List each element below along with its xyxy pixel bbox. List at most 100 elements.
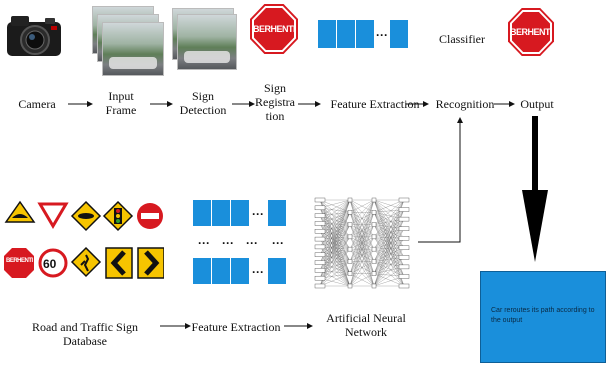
nn-node (314, 213, 326, 218)
nn-connection (319, 270, 351, 287)
bottom-feature-block-5 (193, 258, 211, 284)
nn-connection (373, 212, 405, 287)
nn-node (371, 259, 377, 264)
nn-connection (373, 238, 405, 274)
nn-connection (319, 249, 351, 263)
nn-connection (373, 236, 405, 267)
nn-connection (319, 231, 351, 262)
nn-connection (373, 247, 405, 274)
feature-ellipsis: ··· (376, 28, 388, 42)
nn-node (314, 229, 326, 234)
nn-connection (349, 261, 375, 287)
database-stop-sign-text: BERHENTI (6, 258, 33, 264)
output-action-text: Car reroutes its path according to the o… (491, 307, 595, 324)
nn-node (347, 283, 353, 289)
nn-connection (373, 209, 405, 287)
feature-block-3 (356, 20, 374, 48)
nn-node (398, 255, 410, 260)
feature-block-2 (337, 20, 355, 48)
nn-node (398, 236, 410, 241)
nn-connection (373, 209, 405, 250)
nn-connection (319, 199, 351, 224)
nn-connection (319, 199, 351, 232)
registered-stop-sign: BERHENTI (250, 4, 298, 54)
nn-connection (319, 212, 351, 287)
big-arrow-head (522, 190, 548, 262)
nn-node (347, 271, 353, 276)
nn-connection (319, 199, 351, 262)
nn-connection (373, 212, 405, 239)
nn-connection (373, 236, 405, 258)
nn-connection (319, 224, 351, 287)
nn-node (398, 283, 410, 289)
nn-connection (319, 212, 351, 279)
nn-connection (319, 212, 351, 232)
nn-connection (349, 249, 375, 287)
nn-node (314, 197, 326, 203)
nn-connection (349, 199, 375, 237)
sign-detection-label: Sign Detection (179, 89, 227, 117)
nn-node (371, 197, 377, 203)
nn-connection (319, 223, 351, 287)
bottom-feature-block-2 (212, 200, 230, 226)
nn-node (398, 264, 410, 270)
nn-node (398, 274, 410, 279)
nn-connection (349, 199, 375, 250)
nn-connection (319, 207, 351, 287)
nn-connection (319, 254, 351, 274)
feature-extraction-label-bottom: Feature Extraction (191, 320, 281, 334)
speed-limit-sign-text: 60 (43, 257, 57, 271)
nn-connection (373, 199, 405, 229)
output-label: Output (520, 97, 554, 111)
camera-image (5, 12, 63, 58)
sign-detection-image-front (177, 14, 237, 70)
nn-connection (373, 224, 405, 258)
bottom-feature-block-3 (231, 200, 249, 226)
nn-connection (319, 236, 351, 255)
nn-connection (319, 215, 351, 287)
nn-connection (373, 228, 405, 262)
nn-connection (373, 261, 405, 287)
nn-node (371, 271, 377, 276)
nn-connection (319, 199, 351, 263)
nn-connection (319, 199, 351, 274)
nn-connection (349, 199, 375, 213)
nn-node (398, 207, 410, 212)
nn-connection (319, 231, 351, 250)
nn-connection (373, 224, 405, 267)
bottom-feature-block-1 (193, 200, 211, 226)
nn-connection (349, 212, 375, 287)
bottom-feature-ellipsis-1: ··· (252, 207, 264, 221)
nn-connection (373, 266, 405, 287)
nn-node (371, 246, 377, 252)
nn-connection (319, 238, 351, 262)
nn-connection (349, 236, 375, 287)
nn-connection (319, 212, 351, 240)
camera-label: Camera (18, 97, 56, 111)
bottom-feature-ellipsis-row-1: ··· (198, 236, 210, 250)
input-frame-label: Input Frame (105, 89, 137, 117)
nn-node (371, 283, 377, 289)
nn-node (398, 226, 410, 231)
nn-connection (373, 199, 405, 225)
nn-node (371, 210, 377, 215)
database-label: Road and Traffic Sign Database (31, 320, 139, 348)
nn-connection (319, 262, 351, 287)
nn-connection (319, 224, 351, 240)
nn-connection (373, 257, 405, 274)
nn-connection (373, 219, 405, 250)
nn-connection (373, 212, 405, 248)
nn-connection (373, 257, 405, 287)
nn-node (398, 197, 410, 203)
recognition-label: Recognition (435, 97, 495, 111)
classifier-label: Classifier (439, 32, 485, 46)
nn-connection (373, 199, 405, 239)
bottom-feature-block-8 (268, 258, 286, 284)
nn-connection (319, 199, 351, 216)
nn-node (398, 216, 410, 222)
nn-node (347, 246, 353, 252)
nn-node (314, 283, 326, 289)
nn-connection (373, 249, 405, 277)
nn-connection (373, 212, 405, 229)
